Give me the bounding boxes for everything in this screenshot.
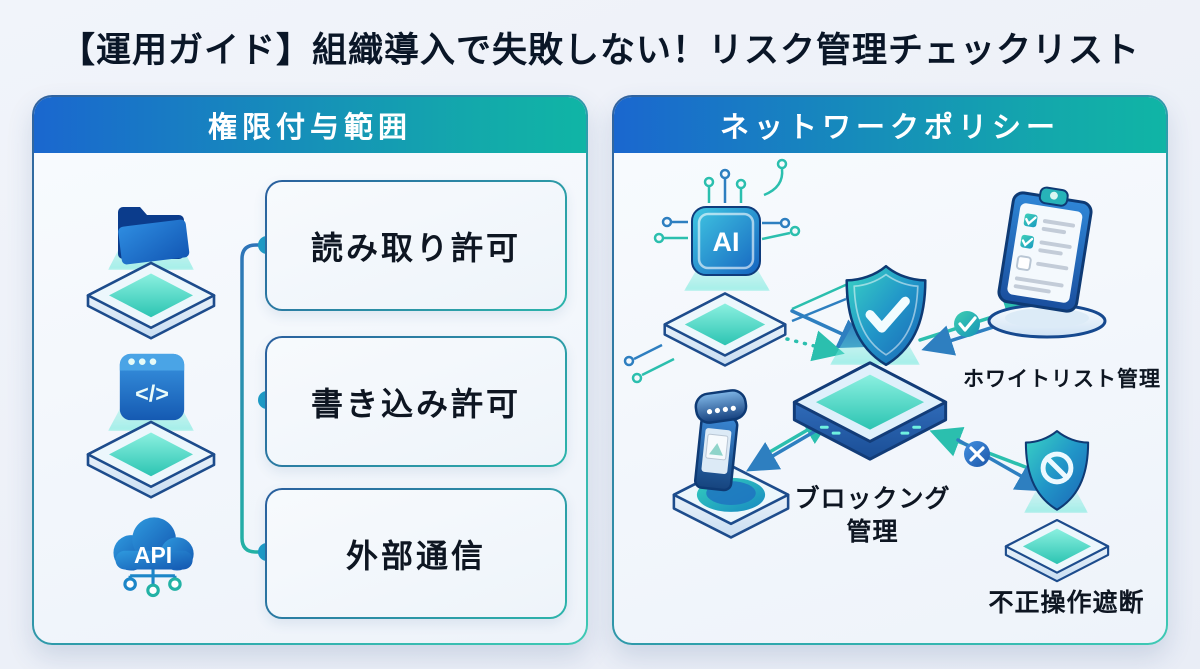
block-ops-label: 不正操作遮断 (988, 589, 1145, 617)
permission-box-write: 書き込み許可 (265, 336, 567, 467)
panel-permission-scope-body: 権限付与範囲 </> (34, 97, 586, 643)
chat-bubble-icon (694, 389, 748, 424)
block-shield-icon (1024, 430, 1090, 511)
hub-platform-icon (792, 361, 948, 461)
permission-box-read: 読み取り許可 (265, 180, 567, 311)
panel-permission-scope: 権限付与範囲 </> (32, 95, 588, 645)
panel-network-policy: ネットワークポリシー (612, 95, 1168, 645)
check-shield-icon (845, 264, 927, 367)
network-panel-title: ネットワークポリシー (719, 112, 1060, 144)
platform-icon (663, 292, 787, 367)
api-cloud-illustration: API (78, 501, 228, 643)
pedestal-icon (987, 303, 1107, 339)
clipboard-icon (997, 186, 1093, 313)
whitelist-label: ホワイトリスト管理 (963, 368, 1161, 391)
allow-check-badge (954, 311, 980, 337)
circuit-traces (623, 158, 875, 384)
clipboard-illustration (974, 185, 1124, 353)
permission-panel-title: 権限付与範囲 (207, 112, 412, 144)
panel-network-policy-body: ネットワークポリシー (614, 97, 1166, 643)
shield-hub-illustration (784, 257, 962, 475)
block-shield-illustration (986, 415, 1126, 583)
folder-illustration (76, 192, 226, 342)
ai-chip-label: AI (713, 227, 740, 257)
deny-x-badge (964, 441, 990, 467)
blocking-label: ブロックング 管理 (794, 485, 951, 546)
api-cloud-icon: API (113, 517, 194, 598)
device-illustration (659, 389, 809, 539)
api-label: API (134, 542, 172, 568)
permission-label-read: 読み取り許可 (310, 229, 521, 266)
page-title: 【運用ガイド】組織導入で失敗しない！リスク管理チェックリスト (59, 31, 1140, 70)
platform-icon (1004, 519, 1110, 583)
network-panel-header: ネットワークポリシー (614, 97, 1166, 153)
code-glyph: </> (135, 381, 169, 407)
permission-label-write: 書き込み許可 (310, 385, 521, 422)
code-window-icon: </> (119, 353, 185, 421)
permission-box-external: 外部通信 (265, 488, 567, 619)
permission-label-external: 外部通信 (345, 537, 486, 574)
permission-panel-header: 権限付与範囲 (34, 97, 586, 153)
network-arrows (623, 158, 1049, 492)
device-icon (693, 415, 739, 492)
code-window-illustration: </> (76, 349, 226, 499)
ai-chip-icon: AI (691, 206, 761, 276)
ai-chip-illustration: AI (654, 197, 804, 377)
folder-icon (118, 207, 190, 265)
